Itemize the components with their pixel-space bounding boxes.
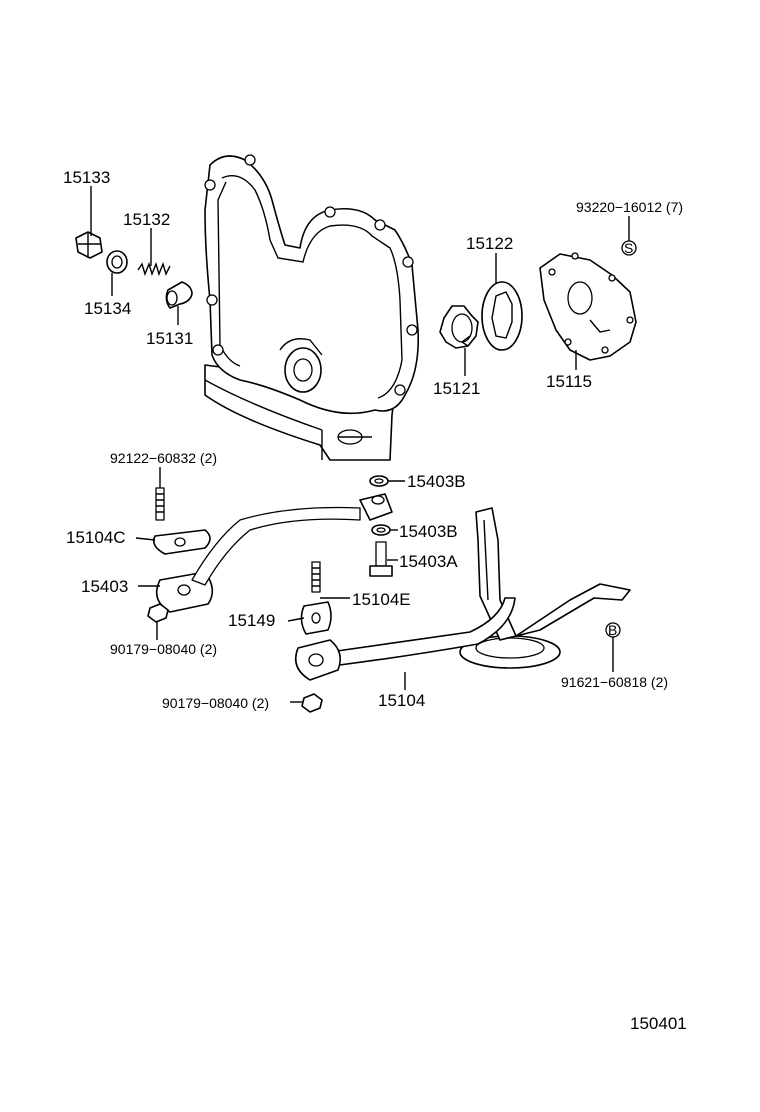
diagram-id: 150401: [630, 1014, 687, 1033]
s-marker: S: [624, 240, 633, 256]
label-15131: 15131: [146, 329, 193, 348]
label-15403A: 15403A: [399, 552, 458, 571]
gasket-15134: [106, 250, 128, 274]
pump-cover-15115: [539, 252, 637, 361]
label-15104: 15104: [378, 691, 425, 710]
gasket-15104C: [152, 529, 211, 555]
label-15403: 15403: [81, 577, 128, 596]
label-91621: 91621−60818 (2): [561, 674, 668, 690]
label-15149: 15149: [228, 611, 275, 630]
label-15104C: 15104C: [66, 528, 126, 547]
label-15104E: 15104E: [352, 590, 411, 609]
label-90179-a: 90179−08040 (2): [110, 641, 217, 657]
oil-pipe-15403: [155, 493, 393, 613]
label-15115: 15115: [546, 372, 592, 391]
washer-15403B-upper: [369, 475, 389, 487]
label-15403B-lower: 15403B: [399, 522, 458, 541]
screw-symbol-93220: S: [621, 240, 637, 256]
driven-rotor-15122: [481, 281, 523, 351]
label-93220: 93220−16012 (7): [576, 199, 683, 215]
washer-15403B-lower: [371, 524, 391, 536]
relief-valve-15131: [165, 281, 193, 309]
label-15134: 15134: [84, 299, 131, 318]
strainer-15104: [294, 507, 631, 681]
timing-cover: [204, 154, 420, 461]
leader-lines: [90, 186, 630, 703]
label-92122: 92122−60832 (2): [110, 450, 217, 466]
label-15132: 15132: [123, 210, 170, 229]
drive-rotor-15121: [439, 305, 479, 349]
nut-90179-b: [301, 693, 323, 713]
relief-valve-plug: [75, 231, 103, 259]
gasket-15149: [300, 601, 332, 635]
b-marker: B: [608, 622, 617, 638]
union-bolt-15403A: [369, 541, 393, 577]
label-15122: 15122: [466, 234, 513, 253]
label-15121: 15121: [433, 379, 480, 398]
bolt-91621: B: [605, 622, 621, 638]
label-15403B-upper: 15403B: [407, 472, 466, 491]
spring-15132: [137, 261, 171, 277]
stud-15104E: [311, 561, 321, 593]
label-90179-b: 90179−08040 (2): [162, 695, 269, 711]
label-15133: 15133: [63, 168, 110, 187]
part-labels: 15133 15132 15134 15131 15122 15121 1511…: [63, 168, 687, 1033]
nut-90179-a: [147, 603, 169, 623]
stud-92122: [155, 487, 165, 521]
